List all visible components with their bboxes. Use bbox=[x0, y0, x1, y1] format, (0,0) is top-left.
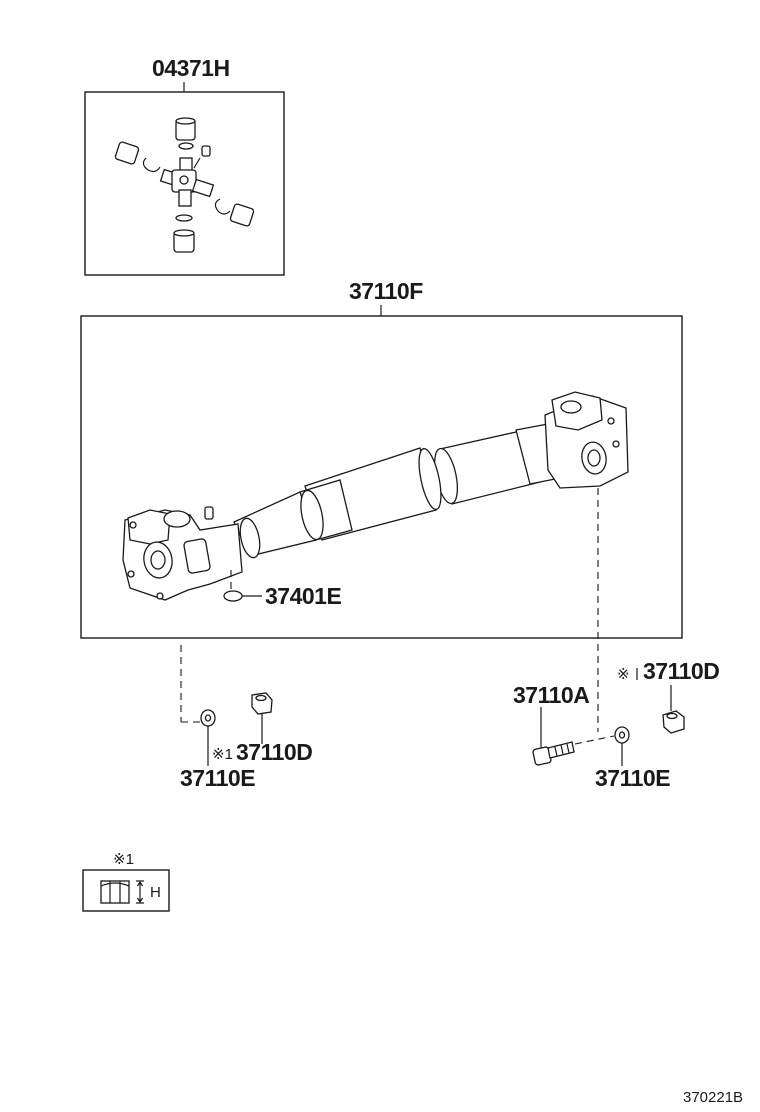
bearing-cap-right bbox=[229, 203, 255, 227]
legend-symbol: ※1 bbox=[113, 851, 134, 868]
bolt[interactable] bbox=[532, 741, 575, 766]
snap-ring-right bbox=[214, 198, 231, 215]
rear-yoke bbox=[544, 391, 629, 489]
bearing-cap-left bbox=[114, 141, 140, 165]
legend-dimension: H bbox=[150, 884, 161, 901]
left-fasteners: 37110E ※1 37110D bbox=[180, 645, 313, 791]
spider-kit-drawing[interactable] bbox=[114, 117, 255, 253]
front-yoke bbox=[122, 506, 243, 601]
kit-group: 04371H bbox=[84, 55, 285, 276]
nut-right-label[interactable]: 37110D bbox=[643, 658, 720, 684]
bolt-label[interactable]: 37110A bbox=[513, 682, 590, 708]
shaft-box bbox=[80, 315, 683, 639]
shaft-group: 37110F bbox=[80, 278, 683, 639]
washer-right-label[interactable]: 37110E bbox=[595, 765, 671, 791]
propeller-shaft-drawing[interactable] bbox=[122, 391, 629, 601]
kit-box bbox=[84, 91, 285, 276]
snap-ring-top bbox=[178, 142, 194, 150]
note-mark-left: ※1 bbox=[212, 746, 233, 763]
fitting-label[interactable]: 37401E bbox=[265, 583, 342, 609]
spider bbox=[159, 157, 215, 207]
kit-label[interactable]: 04371H bbox=[152, 55, 230, 81]
fitting-part bbox=[223, 590, 243, 602]
washer-left-label[interactable]: 37110E bbox=[180, 765, 256, 791]
right-fasteners: 37110A 37110E ※ 37110D bbox=[513, 488, 720, 791]
nut-height-icon bbox=[100, 880, 144, 904]
legend-box bbox=[82, 869, 170, 912]
grease-nipple bbox=[201, 145, 211, 157]
snap-ring-left bbox=[142, 157, 161, 173]
nut-left-label[interactable]: 37110D bbox=[236, 739, 313, 765]
legend: ※1 H bbox=[82, 851, 170, 912]
snap-ring-bottom bbox=[175, 214, 193, 222]
shaft-grease-fitting bbox=[204, 506, 214, 520]
shaft-label[interactable]: 37110F bbox=[349, 278, 424, 304]
figure-id: 370221B bbox=[683, 1089, 743, 1106]
note-mark-right: ※ bbox=[617, 666, 630, 683]
